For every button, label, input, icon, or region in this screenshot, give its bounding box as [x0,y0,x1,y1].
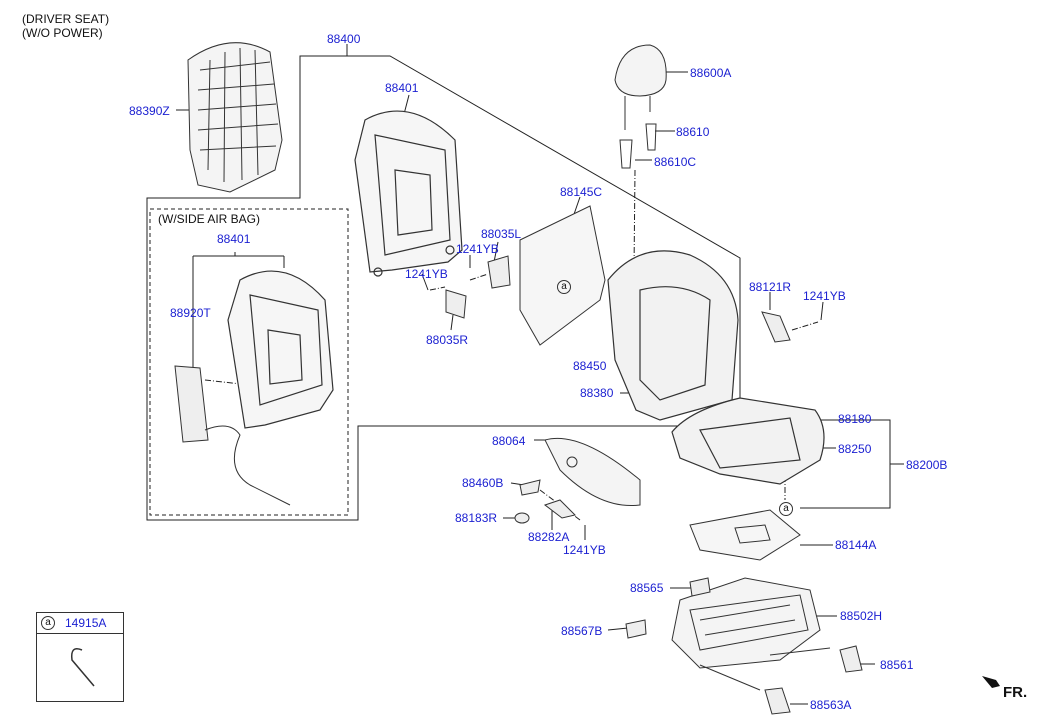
guide-88610 [645,123,657,151]
knob-88460B [519,479,541,496]
label-1241YB-d[interactable]: 1241YB [563,543,606,557]
cushion-88180 [671,397,825,485]
seat-track-88502H [671,577,831,691]
label-88035L[interactable]: 88035L [481,227,522,241]
label-1241YB-b[interactable]: 1241YB [405,267,448,281]
cover-88563A [764,687,791,715]
label-88180[interactable]: 88180 [838,412,872,426]
label-88064[interactable]: 88064 [492,434,526,448]
callout-a-back: a [557,280,571,294]
cover-88121R [761,311,791,343]
label-88610C[interactable]: 88610C [654,155,697,169]
note-wo-power: (W/O POWER) [22,26,103,40]
label-88390Z[interactable]: 88390Z [129,104,170,118]
bracket-88035L [487,255,511,289]
label-88567B[interactable]: 88567B [561,624,603,638]
label-88561[interactable]: 88561 [880,658,914,672]
label-88610[interactable]: 88610 [676,125,710,139]
guide-88610C [619,139,633,169]
label-1241YB-c[interactable]: 1241YB [803,289,846,303]
legend-box: a 14915A [36,612,124,702]
seat-frame-88401-airbag [227,270,334,429]
label-88401-airbag[interactable]: 88401 [217,232,251,246]
legend-callout-a: a [41,616,55,630]
headrest-88600A [614,44,667,130]
label-88460B[interactable]: 88460B [462,476,504,490]
label-88282A[interactable]: 88282A [528,530,570,544]
cover-88561 [839,645,863,673]
label-88035R[interactable]: 88035R [426,333,469,347]
label-88400[interactable]: 88400 [327,32,361,46]
seatback-cover-88450 [607,250,739,421]
label-1241YB-a[interactable]: 1241YB [456,242,499,256]
back-board-88145C [519,205,606,346]
seatback-panel-88390Z [187,42,283,193]
label-88565[interactable]: 88565 [630,581,664,595]
note-side-air-bag: (W/SIDE AIR BAG) [158,212,261,226]
cover-88565 [689,577,711,597]
label-88450[interactable]: 88450 [573,359,607,373]
bracket-88035R [445,289,467,319]
label-88200B[interactable]: 88200B [906,458,948,472]
label-88401-top[interactable]: 88401 [385,81,419,95]
side-airbag-box [149,208,349,516]
callout-a-cushion: a [779,502,793,516]
legend-header: a 14915A [37,613,123,634]
label-88250[interactable]: 88250 [838,442,872,456]
label-88145C[interactable]: 88145C [560,185,603,199]
cap-88183R [514,512,530,524]
label-88380[interactable]: 88380 [580,386,614,400]
shield-88064 [544,437,641,507]
note-driver-seat: (DRIVER SEAT) [22,12,110,26]
clip-14915A [70,648,95,687]
pad-88144A [689,509,801,561]
label-88920T[interactable]: 88920T [170,306,211,320]
assembly-outline-88400 [146,55,741,521]
lever-88282A [543,499,576,519]
label-88600A[interactable]: 88600A [690,66,732,80]
label-88502H[interactable]: 88502H [840,609,883,623]
front-arrow-icon [982,676,1000,688]
label-88563A[interactable]: 88563A [810,698,852,712]
legend-part-14915A[interactable]: 14915A [65,616,107,630]
label-88144A[interactable]: 88144A [835,538,877,552]
label-88183R[interactable]: 88183R [455,511,498,525]
label-88121R[interactable]: 88121R [749,280,792,294]
airbag-module-88920T [174,365,291,506]
seat-frame-88401 [354,110,463,277]
front-direction-label: FR. [1003,684,1028,701]
cover-88567B [625,619,647,639]
